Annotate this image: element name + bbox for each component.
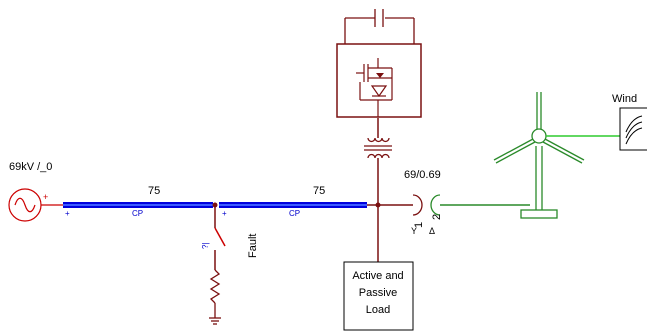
igbt-arrow-icon xyxy=(376,73,384,78)
diode-icon xyxy=(370,85,388,98)
coil-lower-icon xyxy=(367,153,390,159)
delta-icon: Δ xyxy=(429,226,435,236)
fault-switch-blade xyxy=(214,227,226,247)
converter-block[interactable] xyxy=(336,43,422,118)
cable-2-type: CP xyxy=(289,209,300,218)
blade-right-2 xyxy=(542,141,583,164)
wye-icon: Y xyxy=(411,226,417,236)
load-box xyxy=(343,261,414,331)
winding-1-number: 1 xyxy=(413,222,425,228)
cable-2-polarity: + xyxy=(222,209,227,218)
cable-1-length: 75 xyxy=(148,185,160,197)
blade-left-1 xyxy=(493,138,534,161)
transformer-winding-2 xyxy=(430,194,441,216)
load-line-2: Passive xyxy=(359,287,398,299)
dc-capacitor[interactable] xyxy=(344,9,415,44)
sine-icon xyxy=(14,197,36,213)
source-label: 69kV /_0 xyxy=(9,161,52,173)
ac-source[interactable]: + xyxy=(8,188,63,222)
load-line-3: Load xyxy=(366,304,390,316)
source-plus: + xyxy=(43,192,48,202)
resistor-icon xyxy=(209,269,221,304)
cable-2-length: 75 xyxy=(313,185,325,197)
wind-label: Wind xyxy=(612,93,637,105)
wind-box xyxy=(619,107,647,151)
cable-1-polarity: + xyxy=(65,209,70,218)
fault-branch[interactable] xyxy=(209,205,226,325)
transformer-winding-1 xyxy=(412,194,423,216)
transformer-ratio: 69/0.69 xyxy=(404,169,441,181)
load-line-1: Active and xyxy=(352,270,403,282)
load-block[interactable]: Active and Passive Load xyxy=(343,261,414,331)
blade-right-1 xyxy=(544,138,585,161)
step-up-transformer[interactable]: 1 2 Y Δ xyxy=(411,194,530,236)
wind-icon xyxy=(625,115,643,145)
converter-box xyxy=(336,43,422,118)
winding-2-number: 2 xyxy=(431,214,443,220)
coupling-transformer[interactable] xyxy=(364,118,392,159)
fault-symbol: ?| xyxy=(201,242,210,249)
wind-turbine[interactable] xyxy=(493,92,585,219)
coil-upper-icon xyxy=(367,137,390,143)
cable-1-type: CP xyxy=(132,209,143,218)
tower-base xyxy=(520,209,558,219)
hub-icon xyxy=(531,128,547,144)
blade-left-2 xyxy=(495,141,536,164)
fault-label: Fault xyxy=(247,234,259,258)
wind-source[interactable] xyxy=(619,107,647,151)
